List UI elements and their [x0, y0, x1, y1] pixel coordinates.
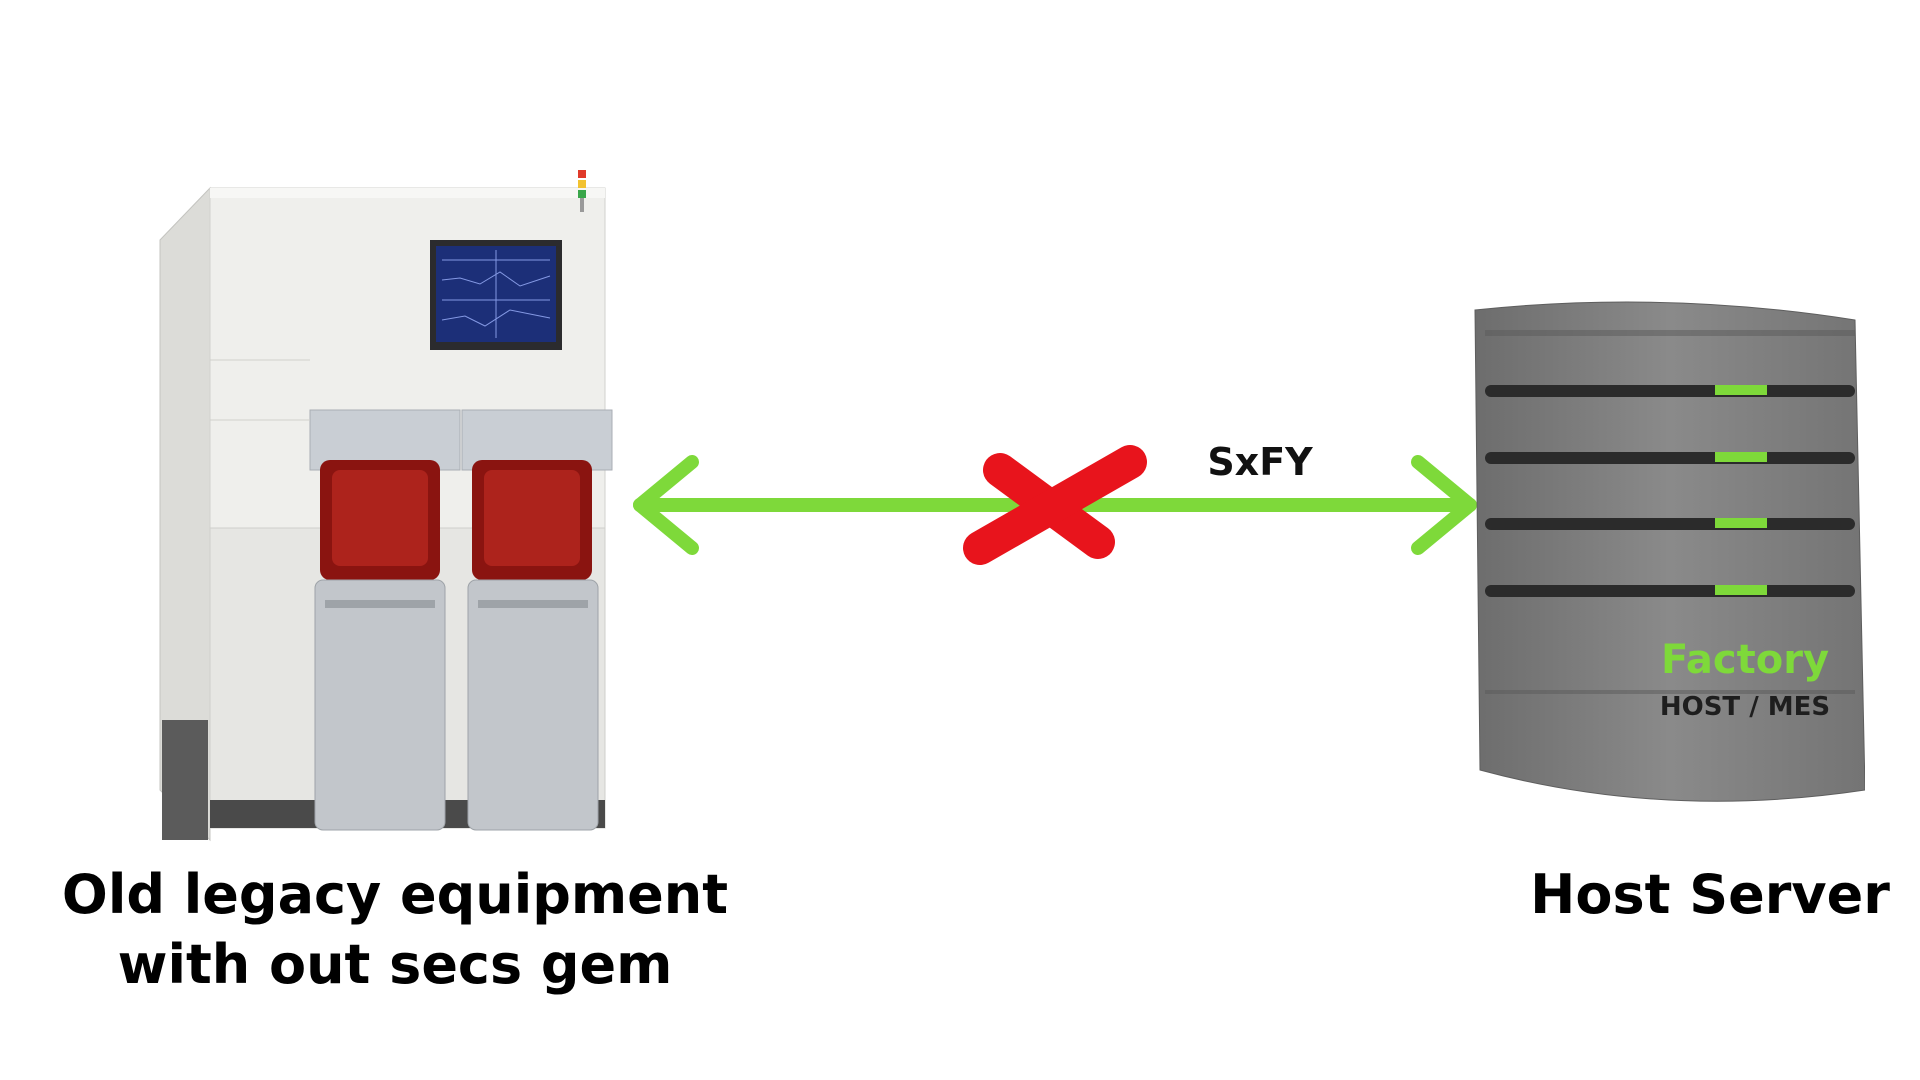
host-server-caption: Host Server	[1530, 863, 1890, 926]
equipment-caption: Old legacy equipment with out secs gem	[61, 863, 729, 997]
legacy-equipment-icon	[159, 170, 613, 842]
server-sub-label: HOST / MES	[1660, 692, 1830, 722]
server-tower-icon: Factory HOST / MES	[1474, 301, 1865, 802]
broken-link-cross-icon	[963, 445, 1147, 565]
link-protocol-label: SxFY	[1207, 440, 1313, 484]
server-brand-label: Factory	[1661, 637, 1829, 683]
